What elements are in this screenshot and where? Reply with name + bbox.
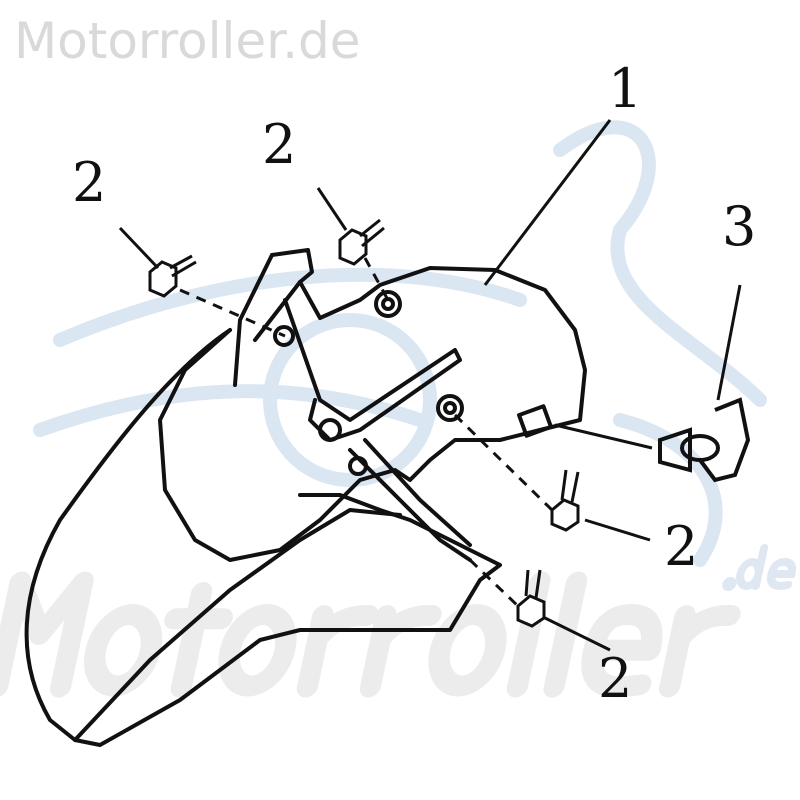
bolts [148,218,580,628]
watermark-de-logo [722,544,797,591]
bolt-icon [516,569,546,628]
grommet-part [658,397,751,483]
callout-3: 3 [722,195,757,258]
bolt-icon [338,218,385,266]
callout-1: 1 [608,57,643,120]
fender-bracket [283,298,462,442]
leader-lines [118,119,742,652]
scooter-logo-watermark [33,120,767,567]
callout-2: 2 [262,113,297,176]
bolt-icon [148,254,197,298]
bolt-icon [550,469,580,532]
callout-2: 2 [598,647,633,710]
callout-2: 2 [664,515,699,578]
watermark-top: Motorroller.de [14,12,361,70]
front-fender-outline [158,248,587,562]
callout-2: 2 [72,151,107,214]
